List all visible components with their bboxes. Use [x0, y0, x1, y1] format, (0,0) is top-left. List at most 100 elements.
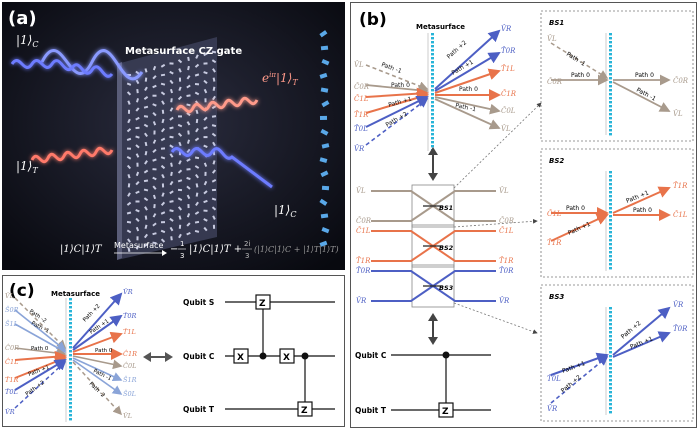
metasurface-pixel: [431, 57, 434, 60]
metasurface-pixel: [69, 358, 72, 361]
svg-text:Ĉ1L: Ĉ1L: [547, 209, 562, 218]
side-pillar: [321, 227, 330, 234]
svg-text:Ŝ0R: Ŝ0R: [5, 305, 19, 314]
metasurface-pixel: [431, 65, 434, 68]
metasurface-pixel: [609, 407, 612, 410]
nanopillar: [126, 220, 132, 224]
nanopillar: [195, 54, 199, 59]
metasurface-pixel: [69, 330, 72, 333]
nanopillar: [177, 132, 183, 137]
metasurface-pixel: [609, 183, 612, 186]
panel-b-cz-circuit: Z: [391, 351, 491, 418]
nanopillar: [194, 156, 200, 160]
svg-text:BS1: BS1: [549, 19, 564, 27]
nanopillar: [169, 70, 174, 75]
svg-text:T̂0R: T̂0R: [501, 47, 516, 55]
side-pillar: [319, 198, 328, 206]
nanopillar: [152, 75, 157, 80]
metasurface-pixel: [431, 93, 434, 96]
metasurface-pixel: [69, 354, 72, 357]
nanopillar: [126, 137, 132, 141]
side-pillar: [319, 30, 328, 38]
nanopillar: [127, 238, 131, 243]
svg-text:Path 0: Path 0: [459, 86, 478, 93]
nanopillar: [152, 94, 157, 97]
panel-b-diagram: (b) Metasurface Path -1 Path 0 Path +1 P…: [350, 2, 697, 428]
network-right-states: V̂L Ĉ0R Ĉ1L T̂1R T̂0R V̂R: [499, 187, 515, 305]
nanopillar: [126, 229, 132, 234]
metasurface-pixel: [69, 406, 72, 409]
svg-text:Ĉ1L: Ĉ1L: [673, 210, 688, 219]
nanopillar: [204, 98, 207, 103]
red-beam-t-out: [175, 96, 259, 114]
nanopillar: [126, 82, 132, 86]
metasurface-pixel: [69, 410, 72, 413]
nanopillar: [161, 118, 165, 124]
nanopillar: [152, 148, 157, 153]
nanopillar: [194, 229, 200, 233]
metasurface-pixel: [431, 81, 434, 84]
nanopillar: [186, 103, 191, 107]
metasurface-pixel: [69, 346, 72, 349]
nanopillar: [143, 197, 149, 202]
metasurface-pixel: [609, 367, 612, 370]
nanopillar: [203, 79, 208, 84]
nanopillar: [177, 169, 183, 174]
blue-beam-c-spiral: [10, 59, 114, 78]
side-pillar: [321, 100, 330, 108]
side-pillar: [320, 170, 329, 178]
metasurface-pixel: [431, 53, 434, 56]
metasurface-pixel: [609, 45, 612, 48]
nanopillar: [135, 245, 140, 250]
svg-text:V̂R: V̂R: [354, 145, 365, 153]
svg-text:3: 3: [180, 252, 184, 260]
svg-text:V̂R: V̂R: [356, 297, 367, 305]
metasurface-pixel: [609, 251, 612, 254]
panel-b-input-states: V̂L Ĉ0R Ĉ1L T̂1R T̂0L V̂R: [354, 61, 370, 153]
side-pillar: [321, 58, 330, 66]
nanopillar: [127, 247, 131, 252]
metasurface-pixel: [431, 117, 434, 120]
side-pillar: [320, 213, 329, 219]
side-pillar: [319, 115, 328, 121]
panel-b-metasurface-title: Metasurface: [416, 23, 465, 31]
metasurface-pixel: [609, 121, 612, 124]
nanopillar: [135, 135, 140, 139]
qubit-t-label-c: Qubit T: [183, 405, 215, 414]
metasurface-pixel: [609, 267, 612, 270]
metasurface-pixel: [431, 141, 434, 144]
nanopillar: [203, 62, 208, 65]
nanopillar: [153, 204, 156, 209]
nanopillar: [135, 190, 140, 195]
svg-text:Path -1: Path -1: [455, 102, 477, 113]
metasurface-pixel: [69, 398, 72, 401]
metasurface-pixel: [609, 243, 612, 246]
metasurface-pixel: [609, 133, 612, 136]
metasurface-pixel: [69, 342, 72, 345]
nanopillar: [152, 185, 157, 190]
svg-text:Ŝ1L: Ŝ1L: [5, 319, 18, 328]
svg-text:Path 0: Path 0: [31, 346, 49, 352]
svg-text:V̂L: V̂L: [499, 187, 509, 195]
nanopillar: [178, 86, 182, 92]
metasurface-pixel: [69, 378, 72, 381]
nanopillar: [187, 130, 190, 135]
metasurface-pixel: [609, 53, 612, 56]
nanopillar: [160, 147, 166, 150]
svg-text:Ĉ1L: Ĉ1L: [499, 226, 514, 235]
panel-c-label: (c): [9, 281, 35, 301]
panel-c-circuit: Z X X Z: [225, 294, 335, 417]
metasurface-c: [65, 298, 72, 422]
metasurface-pixel: [609, 101, 612, 104]
svg-text:Path +1: Path +1: [567, 221, 592, 237]
nanopillar: [135, 79, 140, 85]
metasurface-pixel: [609, 105, 612, 108]
nanopillar: [170, 171, 173, 177]
metasurface-pixel: [431, 61, 434, 64]
nanopillar: [186, 84, 191, 89]
nanopillar: [178, 141, 182, 147]
metasurface-pixel: [431, 109, 434, 112]
qubit-s-label: Qubit S: [183, 298, 214, 307]
nanopillar: [152, 158, 157, 162]
nanopillar: [143, 105, 149, 109]
